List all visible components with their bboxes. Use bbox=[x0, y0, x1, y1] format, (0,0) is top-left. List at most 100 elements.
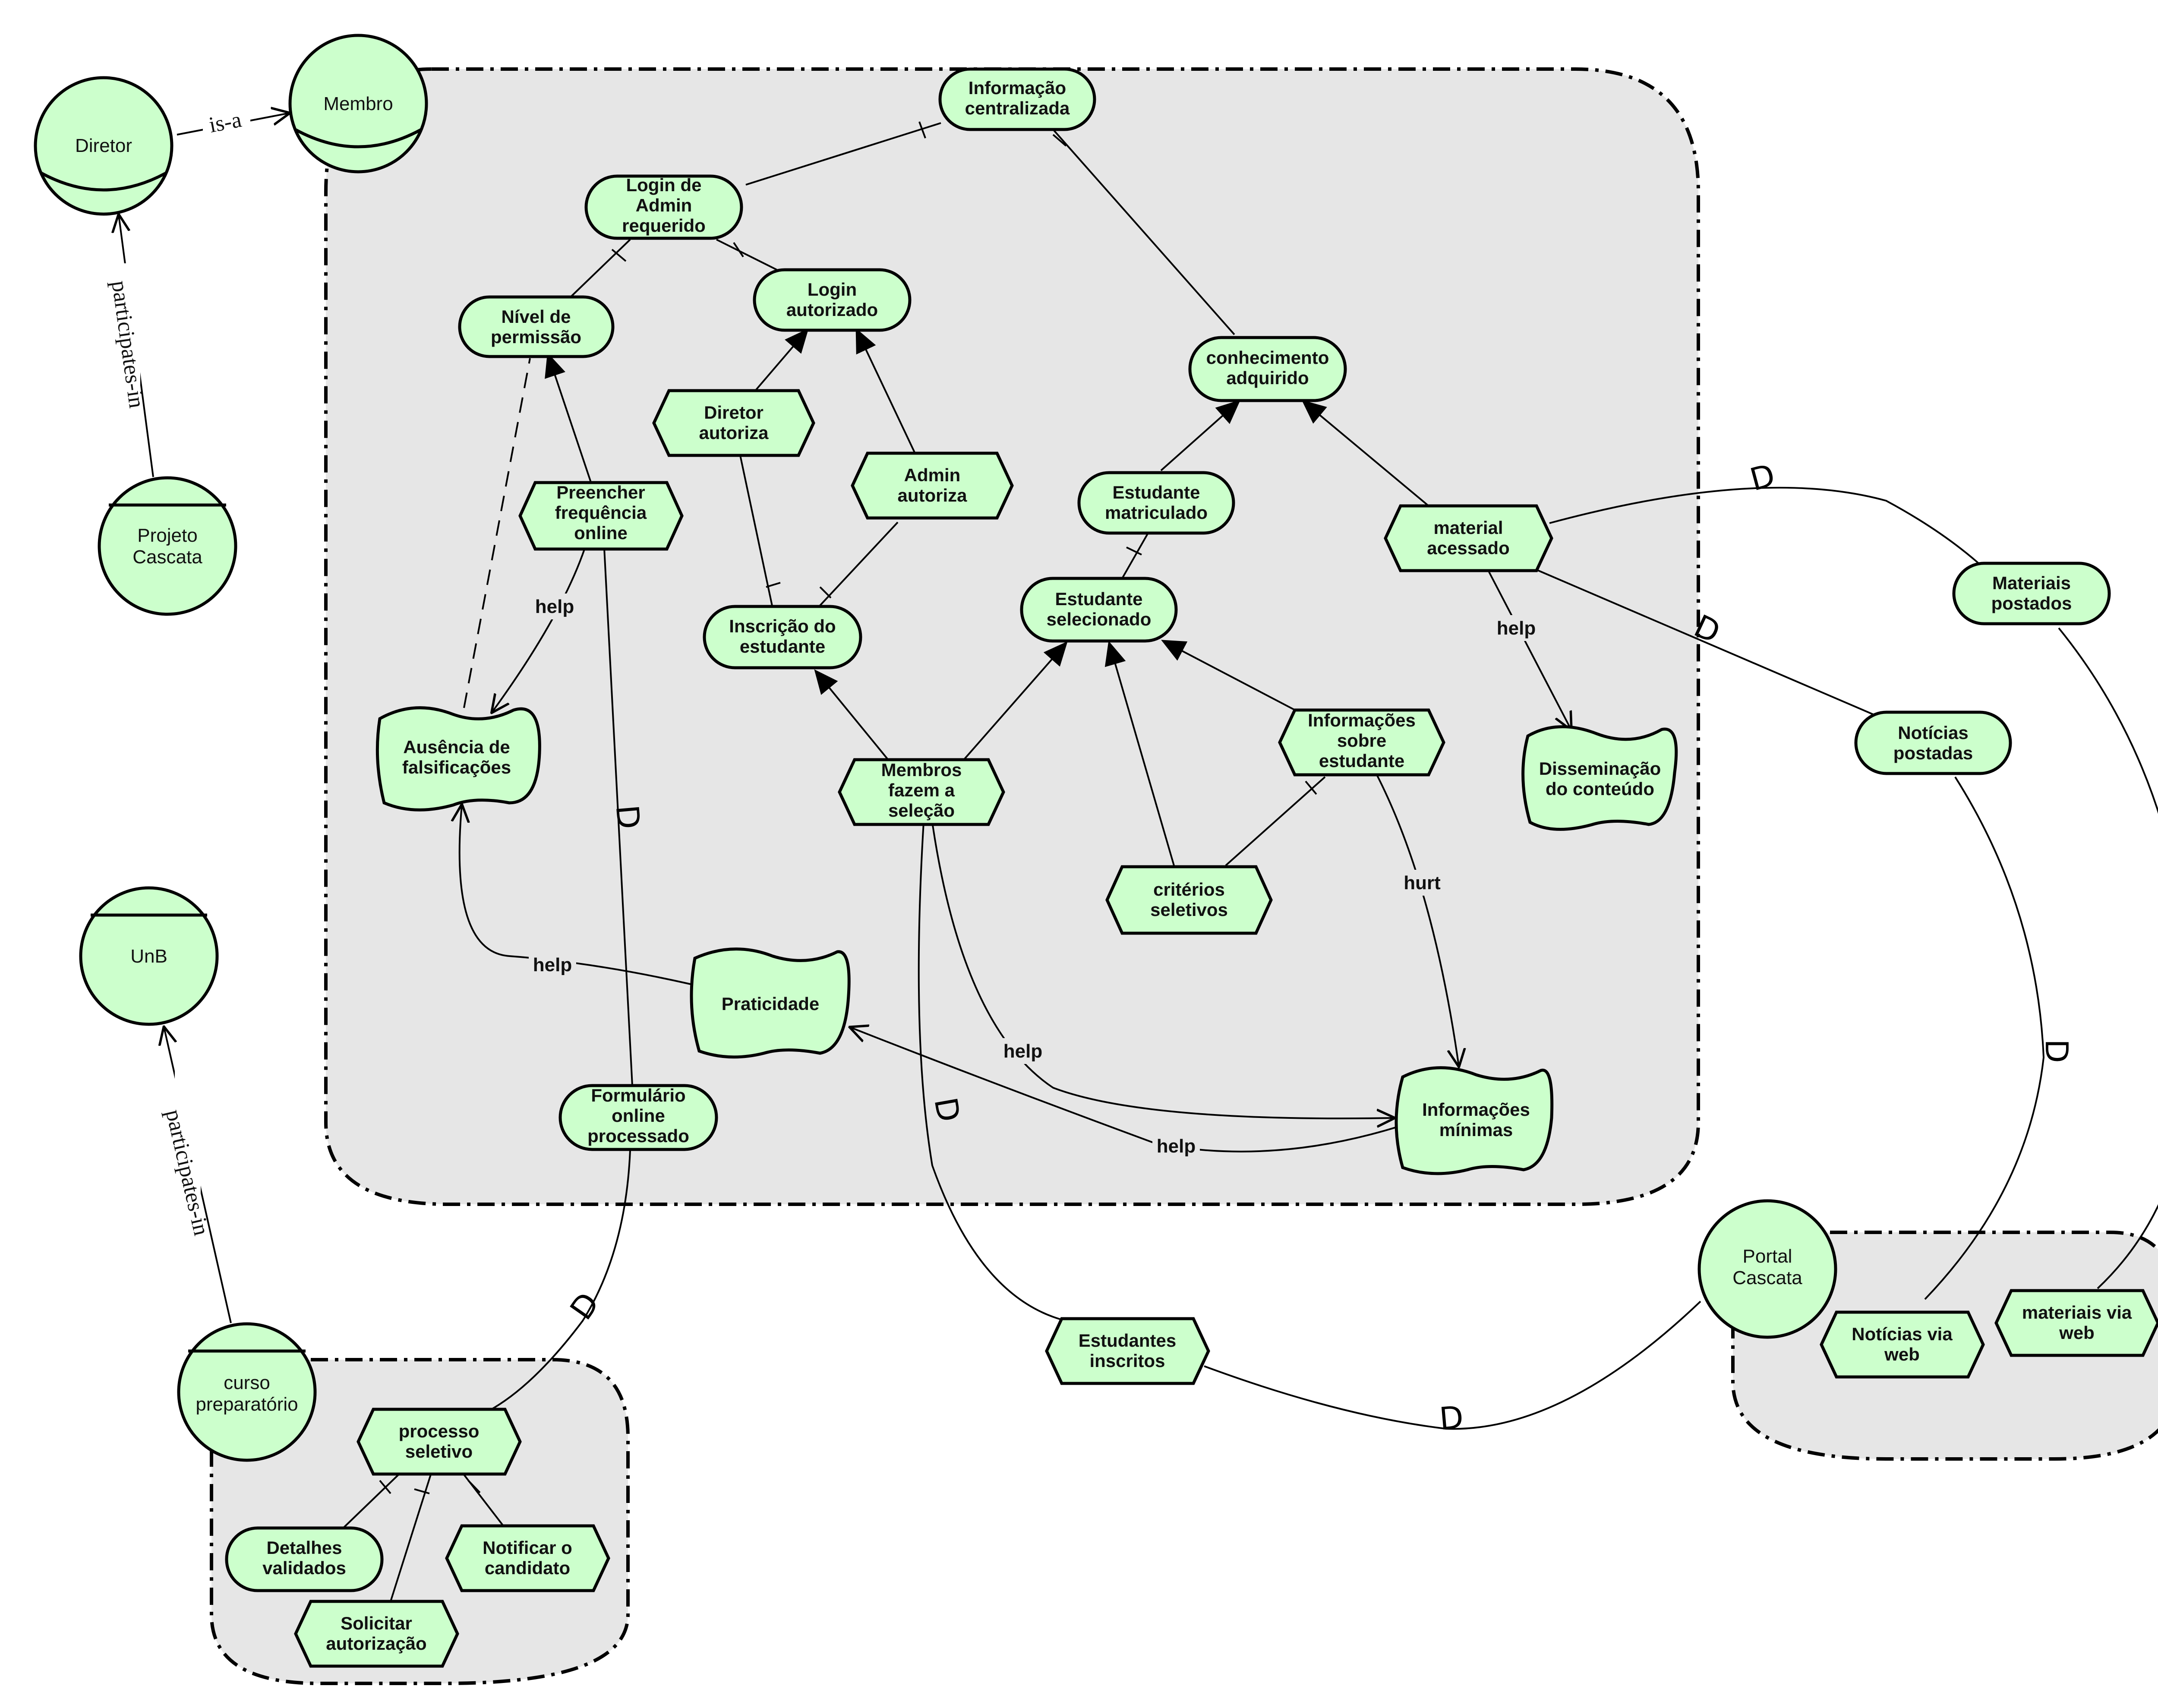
task-membros-fazem-a-selecao[interactable]: Membros fazem a seleção bbox=[838, 758, 1005, 826]
link-membros-minimas-help bbox=[931, 822, 1394, 1118]
softgoal-ausencia-de-falsificacoes[interactable]: Ausência de falsificações bbox=[375, 706, 541, 811]
actor-portal-label-1: Portal bbox=[1743, 1246, 1792, 1267]
task-notificar-l1: Notificar o bbox=[483, 1538, 572, 1558]
link-matriculado-selecionado bbox=[1121, 533, 1149, 579]
task-solicitar-autorizacao[interactable]: Solicitar autorização bbox=[294, 1600, 459, 1668]
goal-login-autorizado-l1: Login bbox=[808, 279, 857, 300]
link-login-admin-autorizado bbox=[716, 239, 777, 271]
link-ausencia-nivel-dashed bbox=[463, 358, 531, 708]
help-label-membros: help bbox=[1003, 1041, 1042, 1062]
task-informacoes-l2: sobre bbox=[1337, 730, 1386, 751]
softgoal-disseminacao-do-conteudo[interactable]: Disseminação do conteúdo bbox=[1521, 725, 1678, 831]
link-preencher-formulario bbox=[603, 548, 633, 1086]
link-informacoes-selecionado bbox=[1161, 640, 1300, 713]
task-diretor-autoriza-l1: Diretor bbox=[704, 402, 764, 423]
task-preencher-l3: online bbox=[574, 523, 628, 543]
task-material-acessado[interactable]: material acessado bbox=[1384, 504, 1553, 572]
task-processo-seletivo[interactable]: processo seletivo bbox=[357, 1408, 522, 1476]
task-inscritos-l1: Estudantes bbox=[1079, 1330, 1176, 1351]
help-label-preencher: help bbox=[535, 596, 574, 617]
goal-login-admin-requerido[interactable]: Login de Admin requerido bbox=[584, 174, 743, 240]
actor-unb[interactable]: UnB bbox=[79, 886, 219, 1026]
actor-curso-preparatorio[interactable]: curso preparatório bbox=[177, 1322, 317, 1462]
task-notificar-o-candidato[interactable]: Notificar o candidato bbox=[445, 1524, 610, 1592]
link-matriculado-conhecimento bbox=[1160, 400, 1241, 471]
link-material-noticias-postadas bbox=[1536, 569, 1874, 715]
goal-detalhes-l2: validados bbox=[262, 1558, 346, 1578]
task-noticias-via-web[interactable]: Notícias via web bbox=[1820, 1310, 1985, 1379]
task-membros-l3: seleção bbox=[888, 800, 955, 821]
goal-login-admin-l1: Login de bbox=[626, 175, 702, 195]
task-informacoes-sobre-estudante[interactable]: Informações sobre estudante bbox=[1278, 708, 1445, 777]
is-a-label: is-a bbox=[207, 107, 244, 138]
link-diretor-inscricao bbox=[739, 455, 773, 608]
goal-nivel-de-permissao[interactable]: Nível de permissão bbox=[458, 295, 615, 358]
softgoal-informacoes-minimas[interactable]: Informações mínimas bbox=[1394, 1066, 1554, 1175]
participates-in-label-2: participates-in bbox=[161, 1107, 214, 1238]
task-preencher-l1: Preencher bbox=[556, 482, 645, 502]
link-inscritos-portal bbox=[1204, 1301, 1701, 1430]
link-membros-selecionado bbox=[957, 641, 1068, 767]
svg-text:Cascata: Cascata bbox=[1732, 1267, 1802, 1288]
goal-detalhes-validados[interactable]: Detalhes validados bbox=[225, 1526, 384, 1592]
goal-informacao-centralizada-l1: Informação bbox=[969, 78, 1066, 98]
links bbox=[119, 113, 2158, 1602]
link-material-conhecimento bbox=[1301, 400, 1429, 507]
link-praticidade-ausencia-help bbox=[460, 805, 691, 985]
task-admin-autoriza-l2: autoriza bbox=[897, 485, 967, 505]
link-processo-solicitar bbox=[390, 1471, 432, 1602]
goal-formulario-online-processado[interactable]: Formulário online processado bbox=[558, 1084, 718, 1151]
task-processo-l1: processo bbox=[399, 1421, 480, 1441]
task-solicitar-l1: Solicitar bbox=[341, 1613, 412, 1633]
svg-text:Projeto: Projeto bbox=[137, 525, 197, 546]
relation-labels: is-a participates-in participates-in bbox=[107, 107, 250, 1260]
task-admin-autoriza[interactable]: Admin autoriza bbox=[851, 451, 1014, 520]
goal-estudante-selecionado[interactable]: Estudante selecionado bbox=[1020, 577, 1178, 643]
task-noticias-web-l1: Notícias via bbox=[1852, 1324, 1953, 1344]
task-preencher-l2: frequência bbox=[555, 502, 647, 523]
actor-portal-label-2: Cascata bbox=[1732, 1267, 1802, 1288]
task-preencher-frequencia-online[interactable]: Preencher frequência online bbox=[518, 481, 684, 551]
hurt-label-informacoes: hurt bbox=[1404, 872, 1441, 893]
goal-informacao-centralizada[interactable]: Informação centralizada bbox=[938, 67, 1096, 131]
goal-inscricao-do-estudante[interactable]: Inscrição do estudante bbox=[703, 605, 862, 669]
task-processo-l2: seletivo bbox=[405, 1441, 473, 1462]
actor-membro[interactable]: Membro bbox=[288, 34, 428, 174]
goal-estudante-matriculado[interactable]: Estudante matriculado bbox=[1077, 471, 1235, 535]
goal-login-autorizado[interactable]: Login autorizado bbox=[753, 268, 912, 332]
goal-noticias-postadas-l2: postadas bbox=[1893, 743, 1973, 763]
goal-conhecimento-adquirido[interactable]: conhecimento adquirido bbox=[1188, 336, 1347, 402]
task-noticias-web-l2: web bbox=[1884, 1344, 1920, 1364]
link-admin-inscricao bbox=[817, 521, 899, 609]
goal-noticias-postadas[interactable]: Notícias postadas bbox=[1854, 710, 2012, 775]
link-membros-inscritos bbox=[918, 822, 1066, 1322]
link-informacoes-minimas-hurt bbox=[1376, 774, 1459, 1066]
svg-text:Portal: Portal bbox=[1743, 1246, 1792, 1267]
link-preencher-ausencia-help bbox=[492, 548, 586, 712]
task-estudantes-inscritos[interactable]: Estudantes inscritos bbox=[1045, 1317, 1210, 1385]
softgoal-ausencia-l1: Ausência de bbox=[403, 737, 510, 757]
goal-formulario-l2: online bbox=[612, 1105, 665, 1126]
svg-text:curso: curso bbox=[224, 1372, 270, 1393]
task-diretor-autoriza-l2: autoriza bbox=[699, 423, 769, 443]
task-materiais-web-l2: web bbox=[2059, 1323, 2095, 1343]
link-criterios-selecionado bbox=[1104, 641, 1175, 866]
task-materiais-via-web[interactable]: materiais via web bbox=[1994, 1289, 2158, 1357]
task-diretor-autoriza[interactable]: Diretor autoriza bbox=[652, 389, 815, 457]
goal-materiais-postados[interactable]: Materiais postados bbox=[1952, 562, 2111, 625]
task-criterios-seletivos[interactable]: critérios seletivos bbox=[1105, 865, 1273, 935]
actor-portal-cascata[interactable]: Portal Cascata bbox=[1697, 1199, 1837, 1339]
actor-projeto-cascata[interactable]: Projeto Cascata bbox=[98, 476, 237, 616]
softgoal-disseminacao-l2: do conteúdo bbox=[1546, 779, 1654, 799]
softgoal-ausencia-l2: falsificações bbox=[402, 757, 511, 777]
link-login-admin-nivel bbox=[569, 239, 631, 299]
task-membros-l1: Membros bbox=[881, 760, 962, 780]
task-inscritos-l2: inscritos bbox=[1089, 1351, 1165, 1371]
link-processo-detalhes bbox=[340, 1471, 402, 1531]
link-centralizada-conhecimento bbox=[1052, 129, 1235, 335]
softgoal-praticidade[interactable]: Praticidade bbox=[690, 947, 851, 1059]
actor-diretor[interactable]: Diretor bbox=[34, 76, 174, 216]
goal-matriculado-l2: matriculado bbox=[1105, 502, 1208, 523]
participates-in-label-1: participates-in bbox=[107, 279, 149, 409]
